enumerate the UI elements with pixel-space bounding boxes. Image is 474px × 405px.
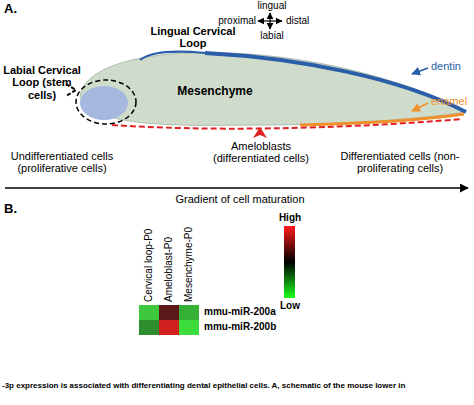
axis-caption: Gradient of cell maturation	[150, 193, 330, 205]
part-label: enamel	[431, 95, 473, 107]
mesenchyme-shape	[80, 53, 466, 126]
heatmap-cell	[159, 305, 179, 320]
stage-label: Undifferentiated cells (proliferative ce…	[2, 150, 122, 175]
column-label: Ameloblast-P0	[163, 192, 174, 302]
ameloblast-outline	[112, 119, 462, 129]
axis-label: proximal	[212, 15, 256, 26]
lingual-cervical-loop	[140, 52, 205, 60]
panel-letter: A.	[4, 2, 34, 17]
enamel-pointer	[412, 103, 428, 111]
row-label: mmu-miR-200a	[204, 306, 294, 317]
axis-label: labial	[252, 30, 292, 41]
heatmap-cell	[139, 305, 159, 320]
axis-label: lingual	[252, 0, 292, 11]
stem-cell-outline	[76, 80, 136, 124]
enamel-layer	[300, 114, 464, 125]
column-label: Mesenchyme-P0	[183, 192, 194, 302]
panel-letter: B.	[4, 202, 34, 217]
heatmap-cell	[139, 320, 159, 335]
region-label: Mesenchyme	[177, 84, 252, 98]
column-label: Cervical loop-P0	[143, 192, 154, 302]
scale-label: Low	[270, 300, 310, 311]
labial-cervical-loop	[80, 86, 128, 120]
dentin-layer	[205, 53, 466, 112]
axis-label: distal	[286, 15, 326, 26]
part-label: dentin	[431, 60, 471, 72]
color-scale	[284, 226, 295, 298]
part-label: Labial Cervical Loop (stem cells)	[2, 64, 82, 101]
heatmap-cell	[179, 305, 199, 320]
part-label: Ameloblasts (differentiated cells)	[200, 140, 322, 165]
row-label: mmu-miR-200b	[204, 321, 294, 332]
compass-arrow	[258, 20, 282, 21]
gradient-arrow	[5, 187, 468, 189]
ameloblast-pointer	[253, 127, 267, 138]
heatmap-cell	[159, 320, 179, 335]
heatmap-cell	[179, 320, 199, 335]
figure-caption: -3p expression is associated with differ…	[2, 382, 472, 391]
part-label: Lingual Cervical Loop	[150, 25, 236, 50]
scale-label: High	[270, 212, 310, 223]
dentin-pointer	[412, 68, 428, 74]
stage-label: Differentiated cells (non-proliferating …	[330, 150, 470, 175]
tissue-region: Mesenchyme	[160, 80, 270, 102]
